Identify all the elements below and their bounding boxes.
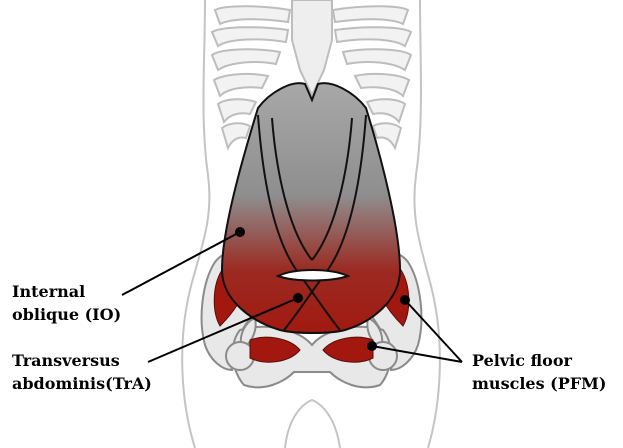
io-label-line1: Internal — [12, 282, 85, 301]
pfm-label-line1: Pelvic floor — [472, 351, 573, 370]
pfm-label-line2: muscles (PFM) — [472, 374, 606, 393]
label-internal-oblique: Internal oblique (IO) — [12, 282, 121, 324]
label-pelvic-floor-muscles: Pelvic floor muscles (PFM) — [472, 351, 606, 393]
label-transversus-abdominis: Transversus abdominis(TrA) — [12, 351, 152, 393]
umbilicus — [278, 270, 348, 281]
io-label-line2: oblique (IO) — [12, 305, 121, 324]
transversus-abdominis-muscle — [222, 83, 400, 333]
tra-label-line2: abdominis(TrA) — [12, 374, 152, 393]
tra-label-line1: Transversus — [12, 351, 120, 370]
